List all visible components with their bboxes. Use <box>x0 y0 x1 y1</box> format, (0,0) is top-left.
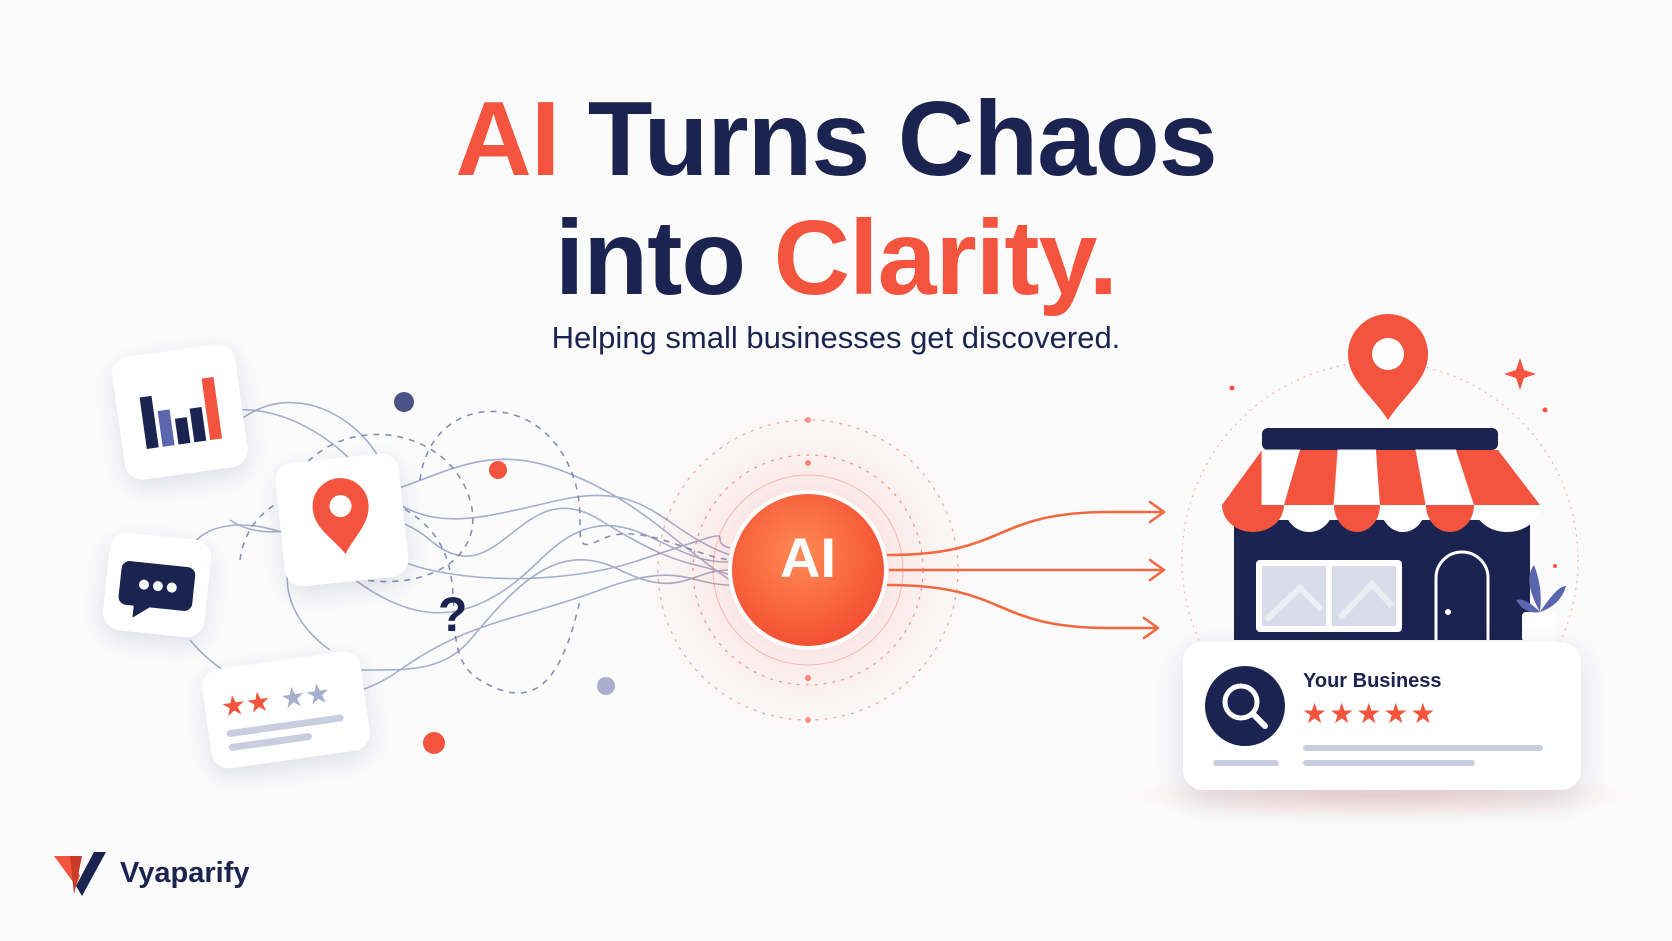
bar-chart-icon <box>139 377 223 449</box>
ai-hub-label: AI <box>780 526 836 589</box>
headline-turns-chaos: Turns Chaos <box>559 80 1218 198</box>
storefront-icon <box>1222 428 1566 642</box>
brand-name: Vyaparify <box>120 856 250 889</box>
chat-card <box>101 530 213 640</box>
rating-stars-icon: ★★ ★★ <box>219 676 344 751</box>
headline-line-2: into Clarity. <box>0 205 1672 311</box>
location-card <box>273 451 411 589</box>
brand-logo: Vyaparify <box>52 850 250 896</box>
output-arrows <box>886 500 1166 640</box>
chart-card <box>109 341 251 483</box>
ai-core <box>728 490 888 650</box>
chaos-dot <box>489 461 507 479</box>
chaos-dot <box>597 677 615 695</box>
chaos-dot <box>394 392 414 412</box>
business-card-graphics <box>1205 666 1543 766</box>
store-location-pin-icon <box>1348 314 1428 420</box>
svg-text:★★: ★★ <box>219 684 273 724</box>
search-icon <box>1205 666 1285 746</box>
subtitle: Helping small businesses get discovered. <box>551 320 1121 355</box>
svg-text:★★: ★★ <box>278 676 332 716</box>
sparkle-icon <box>1504 358 1536 390</box>
business-rating-stars: ★★★★★ <box>1302 698 1438 729</box>
chat-bubble-icon <box>118 561 196 618</box>
headline-into: into <box>554 199 774 317</box>
headline-line-1: AI Turns Chaos <box>0 86 1672 192</box>
headline-accent-clarity: Clarity. <box>773 199 1118 317</box>
business-name: Your Business <box>1303 670 1442 692</box>
headline-accent-ai: AI <box>455 80 560 198</box>
business-listing-card: Your Business ★★★★★ <box>1183 642 1581 790</box>
rating-card: ★★ ★★ <box>199 649 373 771</box>
question-mark: ? <box>438 589 468 642</box>
chaos-dot <box>423 732 445 754</box>
location-pin-icon <box>312 478 369 554</box>
vyaparify-logo-icon <box>54 852 106 896</box>
